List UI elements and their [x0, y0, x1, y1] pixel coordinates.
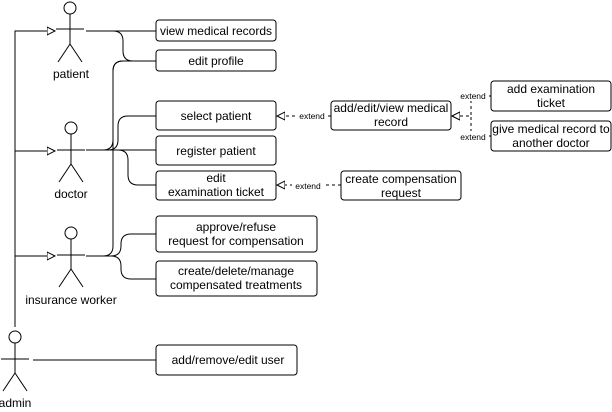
assoc-doctor-edit-profile: [86, 60, 156, 151]
extend-select-patient: extend: [277, 110, 331, 121]
assoc-doctor-edit-ticket: [86, 149, 156, 186]
use-case-label: create/delete/manage: [178, 264, 294, 278]
actor-insurance-worker[interactable]: insurance worker: [25, 226, 117, 307]
use-case-label: view medical records: [160, 24, 272, 38]
use-case-add-remove-edit-user[interactable]: add/remove/edit user: [155, 344, 298, 376]
use-case-label: ticket: [537, 96, 566, 110]
svg-text:view medical records: view medical records: [160, 24, 272, 38]
extend-edit-ticket: extend: [277, 180, 341, 191]
svg-text:edit profile: edit profile: [188, 54, 244, 68]
use-case-label: request: [381, 186, 422, 200]
actor-doctor[interactable]: doctor: [54, 121, 88, 201]
svg-text:add/remove/edit user: add/remove/edit user: [172, 353, 285, 367]
assoc-insurance-approve: [86, 233, 156, 257]
use-case-register-patient[interactable]: register patient: [155, 135, 277, 166]
assoc-insurance-create: [86, 255, 156, 280]
use-case-label: approve/refuse: [196, 220, 276, 234]
svg-text:register patient: register patient: [176, 144, 256, 158]
assoc-patient-edit-profile: [86, 30, 156, 62]
use-case-label: add/edit/view medical: [334, 101, 449, 115]
use-case-label: examination ticket: [168, 185, 265, 199]
svg-text:select patient: select patient: [181, 109, 252, 123]
assoc-doctor-select-patient: [86, 115, 156, 151]
actor-admin[interactable]: admin: [0, 330, 31, 410]
extend-give-medical-record: extend: [452, 116, 491, 142]
use-case-label: create compensation: [345, 172, 456, 186]
admin-generalization-line: [14, 31, 55, 327]
extend-label: extend: [460, 91, 486, 101]
use-case-label: register patient: [176, 144, 256, 158]
use-case-label: record: [374, 115, 408, 129]
use-case-edit-profile[interactable]: edit profile: [155, 49, 277, 72]
extend-label: extend: [460, 132, 486, 142]
use-case-view-medical-records[interactable]: view medical records: [155, 19, 277, 42]
actor-patient-label: patient: [53, 67, 90, 81]
use-case-label: edit profile: [188, 54, 244, 68]
actor-patient[interactable]: patient: [53, 1, 90, 81]
assoc-insurance-edit-profile: [86, 60, 156, 257]
use-case-label: edit: [206, 171, 226, 185]
use-case-label: add/remove/edit user: [172, 353, 285, 367]
actor-doctor-label: doctor: [54, 187, 87, 201]
use-case-label: give medical record to: [492, 122, 610, 136]
use-case-label: add examination: [507, 82, 595, 96]
use-case-label: request for compensation: [168, 234, 303, 248]
extend-add-examination-ticket: extend: [452, 90, 491, 116]
extend-label: extend: [295, 181, 321, 191]
use-case-label: select patient: [181, 109, 252, 123]
use-case-select-patient[interactable]: select patient: [155, 100, 277, 131]
use-case-label: compensated treatments: [170, 278, 302, 292]
actor-admin-label: admin: [0, 396, 31, 410]
extend-label: extend: [299, 111, 325, 121]
use-case-label: another doctor: [512, 136, 589, 150]
actor-insurance-worker-label: insurance worker: [25, 293, 116, 307]
